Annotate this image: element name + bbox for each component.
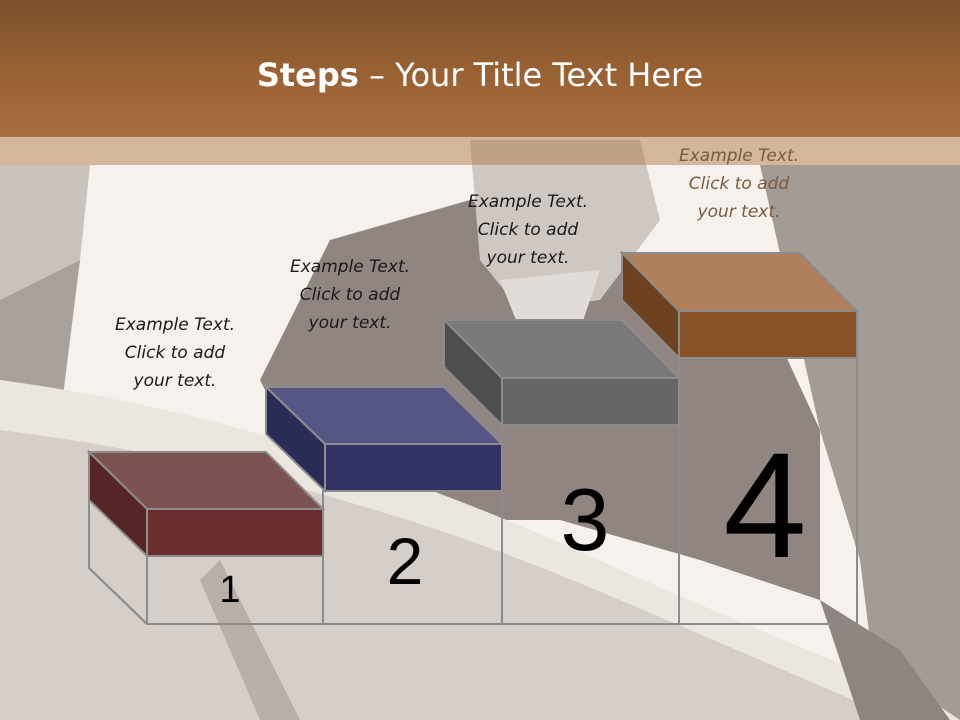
step-4-number: 4 <box>723 421 807 589</box>
step-2-caption-line-3: your text. <box>308 313 392 333</box>
step-4-caption[interactable]: Example Text. Click to add your text. <box>659 142 819 226</box>
step-2-block[interactable] <box>263 384 505 494</box>
step-1-caption-line-2: Click to add <box>124 343 226 363</box>
step-2-number: 2 <box>386 524 424 598</box>
step-4-block[interactable] <box>619 250 860 361</box>
step-2-caption[interactable]: Example Text. Click to add your text. <box>270 253 430 337</box>
step-3-block[interactable] <box>441 317 682 428</box>
title-bar <box>0 0 960 137</box>
step-2-caption-line-1: Example Text. <box>289 257 411 277</box>
step-4-caption-line-1: Example Text. <box>678 146 800 166</box>
step-3-number: 3 <box>560 470 610 569</box>
step-1-caption[interactable]: Example Text. Click to add your text. <box>95 311 255 395</box>
title-rest: – Your Title Text Here <box>358 56 704 94</box>
slide-title[interactable]: Steps – Your Title Text Here <box>0 52 960 98</box>
step-4-caption-line-3: your text. <box>697 202 781 222</box>
step-1-caption-line-1: Example Text. <box>114 315 236 335</box>
step-3-caption-line-2: Click to add <box>477 220 579 240</box>
step-3-caption-line-1: Example Text. <box>467 192 589 212</box>
step-2-caption-line-2: Click to add <box>299 285 401 305</box>
step-1-caption-line-3: your text. <box>133 371 217 391</box>
step-1-block[interactable] <box>86 449 326 559</box>
title-bar-band <box>0 137 960 165</box>
step-3-caption[interactable]: Example Text. Click to add your text. <box>448 188 608 272</box>
title-bold: Steps <box>256 56 359 94</box>
step-4-caption-line-2: Click to add <box>688 174 790 194</box>
step-1-number: 1 <box>219 569 241 611</box>
step-3-caption-line-3: your text. <box>486 248 570 268</box>
